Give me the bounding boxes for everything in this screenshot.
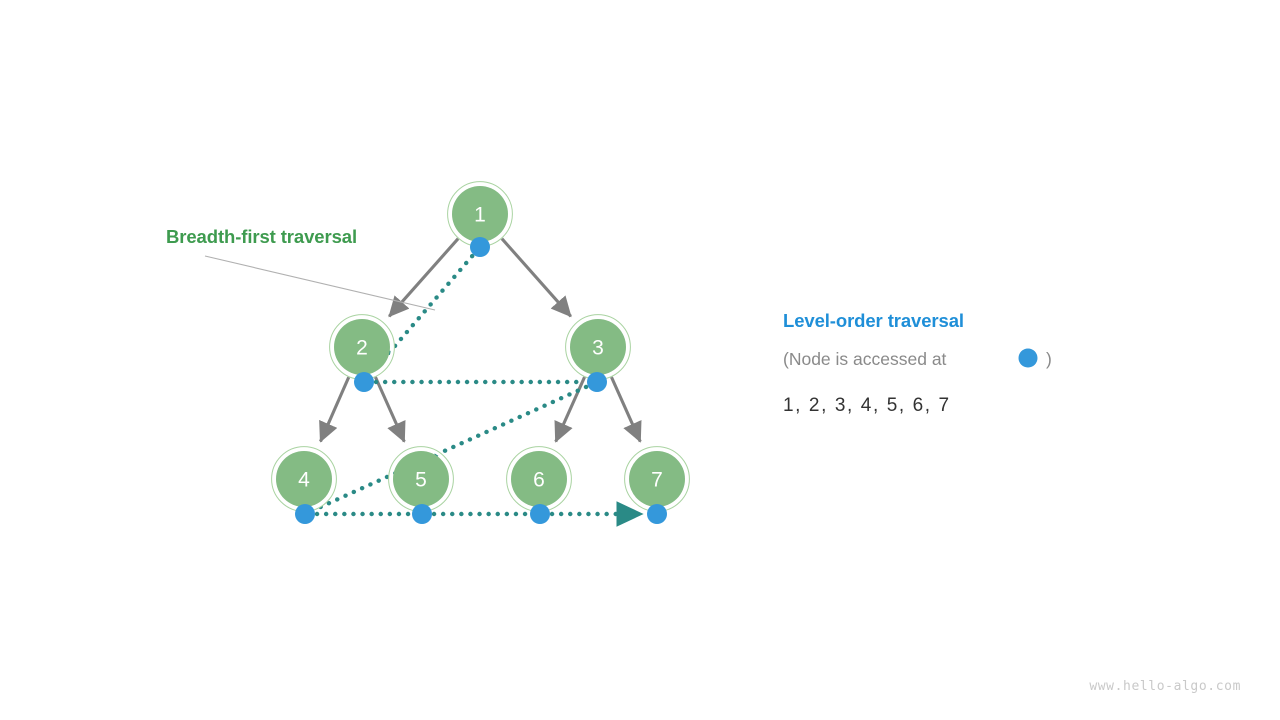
tree-edges-group [319, 237, 642, 443]
node-value-label: 3 [592, 337, 604, 360]
node-circle [570, 319, 626, 375]
tree-node-4[interactable]: 4 [271, 446, 337, 512]
tree-node-5[interactable]: 5 [388, 446, 454, 512]
visit-dot-7 [647, 504, 667, 524]
tree-node-3[interactable]: 3 [565, 314, 631, 380]
visit-dots-group [295, 237, 667, 524]
tree-nodes: 1 2 3 4 5 6 7 [271, 181, 690, 512]
panel-note-suffix: ) [1046, 349, 1052, 369]
node-visit-dots [295, 237, 667, 524]
tree-edge-n2-n5 [374, 376, 406, 443]
watermark-text: www.hello-algo.com [1089, 679, 1241, 694]
tree-nodes-group: 1 2 3 4 5 6 7 [271, 181, 690, 512]
level-order-panel: Level-order traversal (Node is accessed … [783, 310, 1052, 416]
node-value-label: 6 [533, 469, 545, 492]
bfs-annotation: Breadth-first traversal [166, 226, 436, 311]
node-value-label: 7 [651, 469, 663, 492]
visit-dot-3 [587, 372, 607, 392]
visit-dot-2 [354, 372, 374, 392]
node-value-label: 5 [415, 469, 427, 492]
tree-edge-n1-n2 [388, 237, 460, 318]
traversal-segment-n3-n4 [313, 384, 589, 512]
visit-dot-1 [470, 237, 490, 257]
visit-dot-6 [530, 504, 550, 524]
node-value-label: 1 [474, 204, 486, 227]
tree-node-1[interactable]: 1 [447, 181, 513, 247]
tree-node-2[interactable]: 2 [329, 314, 395, 380]
node-value-label: 2 [356, 337, 368, 360]
legend-visit-dot-icon [1018, 348, 1038, 368]
tree-node-6[interactable]: 6 [506, 446, 572, 512]
tree-edges [319, 237, 642, 443]
tree-edge-n3-n7 [610, 376, 642, 443]
traversal-sequence: 1, 2, 3, 4, 5, 6, 7 [783, 395, 951, 416]
bfs-leader-line [204, 255, 436, 311]
node-circle [452, 186, 508, 242]
bfs-heading: Breadth-first traversal [166, 226, 357, 247]
tree-edge-n1-n3 [500, 237, 572, 318]
node-circle [511, 451, 567, 507]
node-circle [334, 319, 390, 375]
tree-edge-n3-n6 [554, 376, 586, 443]
node-circle [629, 451, 685, 507]
tree-node-7[interactable]: 7 [624, 446, 690, 512]
visit-dot-4 [295, 504, 315, 524]
node-circle [393, 451, 449, 507]
visit-dot-5 [412, 504, 432, 524]
node-circle [276, 451, 332, 507]
panel-title: Level-order traversal [783, 310, 964, 331]
tree-edge-n2-n4 [319, 376, 351, 443]
panel-note-prefix: (Node is accessed at [783, 349, 947, 369]
node-value-label: 4 [298, 469, 310, 492]
